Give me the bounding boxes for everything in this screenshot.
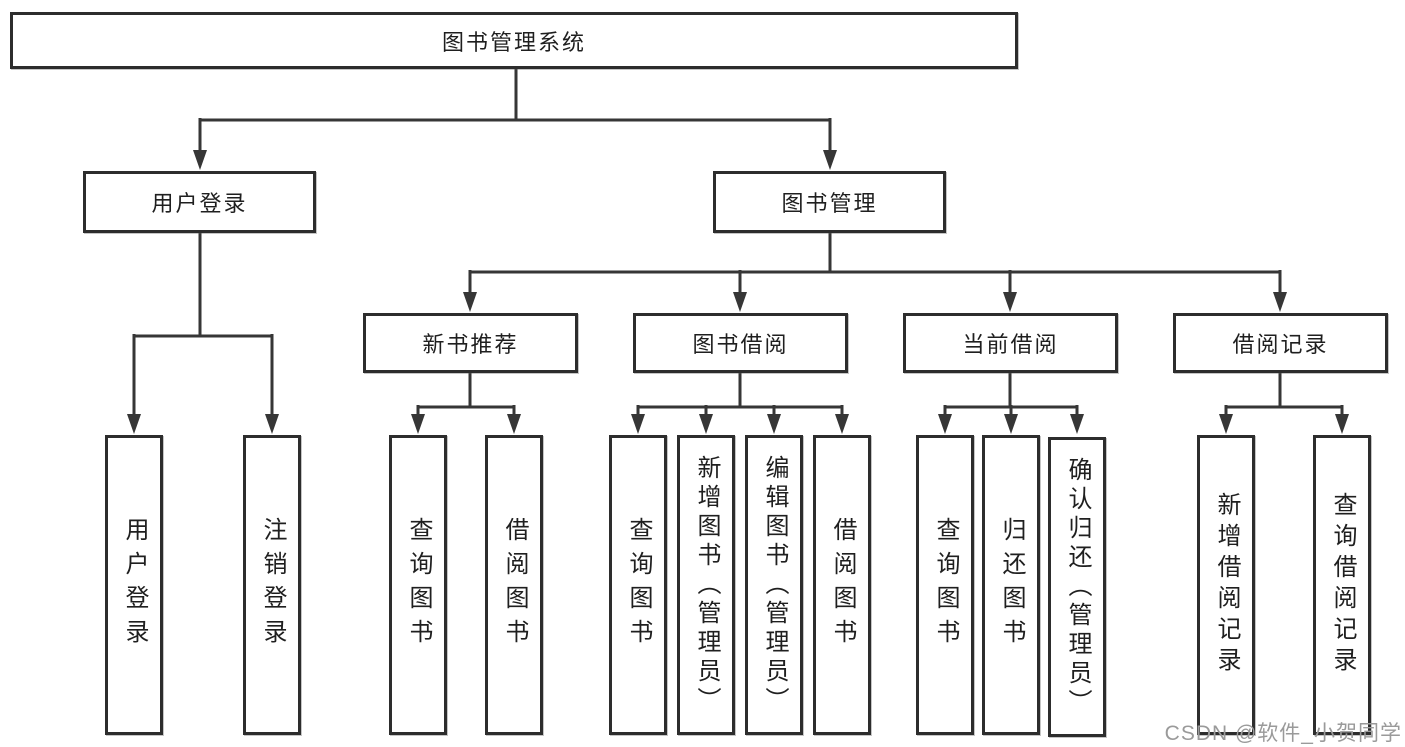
watermark: CSDN @软件_小贺同学	[1164, 722, 1402, 745]
leaf-borrow-books-borrowing: 借阅图书	[813, 435, 871, 735]
node-user-login: 用户登录	[83, 171, 316, 233]
leaf-borrow-books-recommend: 借阅图书	[485, 435, 543, 735]
node-root: 图书管理系统	[10, 12, 1018, 69]
leaf-add-borrow-record: 新增借阅记录	[1197, 435, 1255, 735]
node-book-borrowing: 图书借阅	[633, 313, 848, 373]
node-book-management: 图书管理	[713, 171, 946, 233]
leaf-add-books-admin: 新增图书（管理员）	[677, 435, 735, 735]
leaf-return-books: 归还图书	[982, 435, 1040, 735]
leaf-query-borrow-record: 查询借阅记录	[1313, 435, 1371, 735]
node-new-book-recommend: 新书推荐	[363, 313, 578, 373]
leaf-user-login: 用户登录	[105, 435, 163, 735]
leaf-confirm-return-admin: 确认归还（管理员）	[1048, 437, 1106, 737]
leaf-logout: 注销登录	[243, 435, 301, 735]
node-current-borrowing: 当前借阅	[903, 313, 1118, 373]
leaf-query-books-current: 查询图书	[916, 435, 974, 735]
leaf-query-books-borrowing: 查询图书	[609, 435, 667, 735]
node-borrowing-records: 借阅记录	[1173, 313, 1388, 373]
leaf-query-books-recommend: 查询图书	[389, 435, 447, 735]
leaf-edit-books-admin: 编辑图书（管理员）	[745, 435, 803, 735]
